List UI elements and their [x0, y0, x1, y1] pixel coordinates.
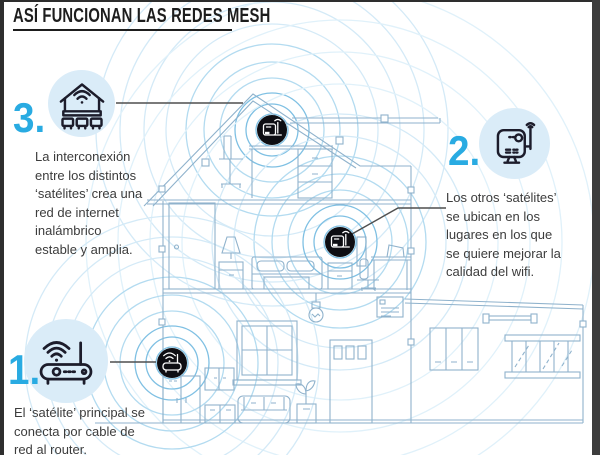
page-title: ASÍ FUNCIONAN LAS REDES MESH	[13, 5, 271, 27]
step-1-number: 1.	[8, 346, 41, 393]
text-line: La interconexión	[35, 149, 131, 164]
wall-junction-boxes	[158, 114, 587, 346]
step-2-number: 2.	[448, 127, 481, 174]
title-underline	[13, 29, 232, 31]
page-frame-right	[592, 0, 600, 455]
bedroom-furniture	[168, 202, 411, 291]
page-frame-left	[0, 0, 4, 455]
page-frame-top	[0, 0, 600, 2]
router-icon	[39, 341, 93, 385]
bedroom-satellite-node	[325, 227, 355, 257]
text-line: ‘satélites’ crea una	[35, 186, 143, 201]
satellite-node-icon	[262, 118, 282, 136]
step-2-text: Los otros ‘satélites’ se ubican en los l…	[446, 189, 561, 282]
satellite-device-icon	[496, 121, 535, 164]
text-line: calidad del wifi.	[446, 264, 535, 279]
text-line: entre los distintos	[35, 167, 137, 183]
satellite-node-icon	[330, 230, 350, 248]
attic-furniture	[219, 135, 333, 199]
callout-connector-lines	[110, 102, 446, 363]
text-line: inalámbrico	[35, 223, 102, 238]
step-3-icon-circle	[48, 70, 115, 137]
living-room-furniture	[162, 293, 404, 424]
step-1-text: El ‘satélite’ principal se conecta por c…	[14, 404, 145, 455]
text-line: El ‘satélite’ principal se	[14, 405, 146, 420]
living-room-router-node	[157, 348, 187, 378]
attic-satellite-node	[257, 115, 287, 145]
text-line: red al router.	[14, 442, 87, 455]
text-line: estable y amplia.	[35, 241, 133, 257]
step-3-number: 3.	[13, 94, 46, 141]
step-2-icon-circle	[479, 108, 550, 179]
text-line: se quiere mejorar la	[446, 245, 561, 261]
router-node-icon	[162, 352, 182, 373]
text-line: Los otros ‘satélites’	[446, 190, 557, 205]
text-line: conecta por cable de	[14, 423, 135, 439]
mesh-house-icon	[59, 82, 104, 130]
wifi-ripples-attic	[95, 0, 449, 307]
garage-furniture	[429, 313, 581, 379]
wifi-ripples-bedroom	[85, 0, 595, 455]
step-1-icon-circle	[24, 319, 108, 403]
text-line: se ubican en los	[446, 208, 540, 224]
text-line: red de internet	[35, 204, 119, 220]
text-line: lugares en los que	[446, 227, 553, 242]
step-3-text: La interconexión entre los distintos ‘sa…	[35, 148, 142, 259]
